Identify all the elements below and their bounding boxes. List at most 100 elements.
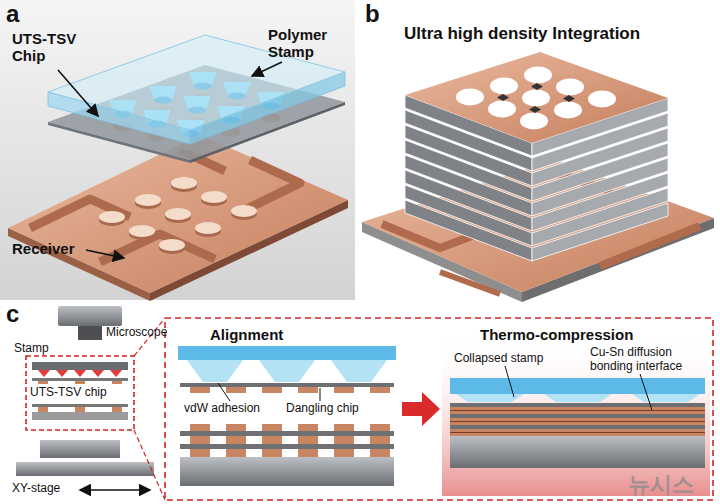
alignment-stack xyxy=(298,449,318,457)
alignment-stack xyxy=(226,436,246,444)
alignment-stack xyxy=(178,346,396,360)
stack-top-face xyxy=(488,101,516,118)
flow-arrow xyxy=(402,392,440,426)
part-label: Stamp xyxy=(14,342,49,356)
receiver-pad xyxy=(171,177,197,189)
alignment-stack xyxy=(262,436,282,444)
zoom-frame xyxy=(26,318,713,500)
leader-arrow xyxy=(58,70,98,116)
receiver-pad xyxy=(135,194,161,206)
part-label: UTS-TSV chip xyxy=(30,386,107,400)
leader-arrow xyxy=(252,62,282,76)
alignment-stack xyxy=(334,424,354,431)
callout-label: Cu-Sn diffusion bonding interface xyxy=(590,346,708,374)
receiver-pad xyxy=(99,177,257,254)
alignment-stack xyxy=(331,360,387,382)
thermo-stack xyxy=(632,394,700,402)
part-label: Receiver xyxy=(12,240,75,257)
stacked-chip-layer xyxy=(405,95,668,261)
zoom-frame xyxy=(26,356,134,430)
thermo-stack xyxy=(450,407,705,414)
alignment-stack xyxy=(370,387,390,393)
alignment-stack xyxy=(334,449,354,457)
thermo-stack xyxy=(450,414,705,418)
alignment-stack xyxy=(262,387,282,393)
alignment-stack xyxy=(298,436,318,444)
alignment-stack xyxy=(259,360,315,382)
alignment-stack xyxy=(298,387,318,393)
panel-heading: Alignment xyxy=(210,326,283,343)
setup-stack xyxy=(92,370,104,377)
alignment-stack xyxy=(218,383,230,401)
thermo-stack xyxy=(450,421,705,422)
alignment-stack xyxy=(334,436,354,444)
stack-top-face xyxy=(405,52,668,143)
alignment-stack xyxy=(190,436,210,444)
setup-stack xyxy=(38,407,48,412)
thermo-stack xyxy=(450,403,705,407)
receiver-plate xyxy=(8,135,348,301)
process-panel: Thermo-compressionCollapsed stampCu-Sn d… xyxy=(440,322,712,496)
receiver-plate xyxy=(30,199,130,228)
alignment-stack xyxy=(190,387,210,393)
stack-top-face xyxy=(456,89,484,106)
callout-label: Dangling chip xyxy=(286,402,359,416)
zoom-frame xyxy=(134,430,165,500)
thermo-stack xyxy=(450,432,705,433)
alignment-stack xyxy=(262,424,282,431)
zoom-frame xyxy=(165,318,713,500)
panel-title: Ultra high density Integration xyxy=(404,24,640,44)
thermo-stack xyxy=(505,366,514,397)
process-panel: AlignmentvdW adhesionDangling chip xyxy=(170,322,402,496)
setup-stack xyxy=(75,381,85,384)
thermo-stack xyxy=(450,378,705,394)
receiver-plate xyxy=(245,160,300,210)
setup-stack xyxy=(40,440,120,458)
thermo-stack xyxy=(450,429,705,436)
setup-stack xyxy=(32,378,128,381)
setup-stack xyxy=(110,370,122,377)
panel-a-background xyxy=(0,0,355,300)
alignment-stack xyxy=(226,424,246,431)
thermo-stack xyxy=(640,374,652,410)
thermo-stack xyxy=(450,410,705,411)
setup-stack xyxy=(32,412,128,420)
part-label: Polymer Stamp xyxy=(268,26,350,61)
alignment-stack xyxy=(226,449,246,457)
stack-top-face xyxy=(554,102,582,119)
stack-base xyxy=(440,272,500,294)
stack-top-face xyxy=(490,78,518,95)
setup-stack xyxy=(56,370,68,377)
stack-top-face xyxy=(529,106,541,113)
setup-stack xyxy=(112,407,122,412)
alignment-stack xyxy=(370,424,390,431)
receiver-pad xyxy=(129,225,155,237)
receiver-pad xyxy=(201,191,227,203)
thermo-stack xyxy=(450,425,705,429)
stack-top-face xyxy=(524,67,552,84)
thermo-stack xyxy=(450,436,705,468)
panel-letter: c xyxy=(6,300,19,328)
setup-stack xyxy=(80,489,150,491)
receiver-pad xyxy=(165,208,191,220)
alignment-stack xyxy=(180,457,394,486)
stack-top-face xyxy=(522,90,550,107)
watermark: 뉴시스 xyxy=(628,472,694,497)
microscope xyxy=(78,326,102,340)
receiver-pad xyxy=(195,222,221,234)
leader-arrow xyxy=(58,62,282,258)
alignment-stack xyxy=(370,449,390,457)
stack-top-face xyxy=(520,113,548,130)
alignment-stack xyxy=(178,346,396,486)
microscope xyxy=(58,306,122,326)
alignment-stack xyxy=(226,387,246,393)
receiver-plate xyxy=(150,200,348,301)
alignment-stack xyxy=(320,388,321,401)
stack-top-face xyxy=(405,52,668,143)
panel-letter: b xyxy=(365,0,380,28)
stack-top-face xyxy=(588,91,616,108)
setup-stack xyxy=(112,381,122,384)
